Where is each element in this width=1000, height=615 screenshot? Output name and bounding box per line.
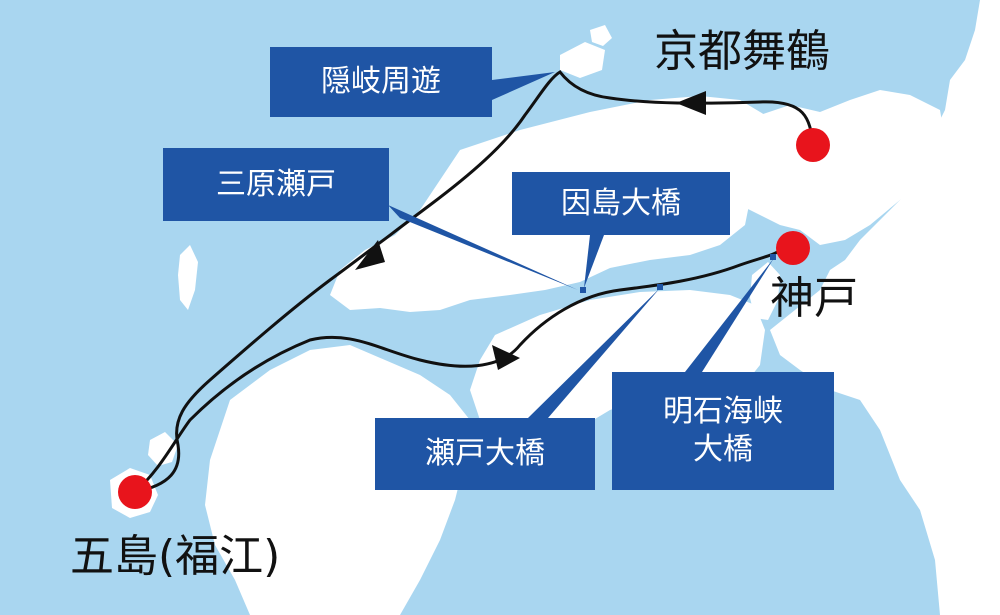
land-kyushu xyxy=(205,345,470,615)
callout-mihara: 三原瀬戸 xyxy=(163,148,389,221)
arrow-southwest xyxy=(355,240,385,270)
pointer-innoshima xyxy=(584,235,604,288)
land-oki-2 xyxy=(590,25,612,46)
bridge-marker-akashi xyxy=(770,254,776,260)
pointer-oki xyxy=(492,72,555,100)
port-label-maizuru: 京都舞鶴 xyxy=(654,26,830,77)
land-oki-1 xyxy=(560,42,605,78)
arrow-westbound-north xyxy=(676,91,706,115)
callout-seto: 瀬戸大橋 xyxy=(375,418,595,490)
port-marker-maizuru xyxy=(796,128,830,162)
callout-akashi-line2: 大橋 xyxy=(693,432,753,467)
land-honshu-east xyxy=(770,0,1000,615)
bridge-marker-innoshima xyxy=(580,287,586,293)
land-goto-island-2 xyxy=(148,432,178,466)
pointer-seto xyxy=(528,288,660,418)
land-tsushima xyxy=(178,245,198,310)
port-label-goto: 五島(福江) xyxy=(70,531,281,582)
arrow-eastbound-south xyxy=(492,345,520,370)
callout-innoshima: 因島大橋 xyxy=(512,172,730,235)
port-label-kobe: 神戸 xyxy=(770,273,858,324)
callout-pointers xyxy=(388,72,774,418)
bridge-marker-seto xyxy=(657,284,663,290)
port-marker-kobe xyxy=(776,231,810,265)
land-tango xyxy=(735,90,945,245)
bridge-markers xyxy=(580,254,776,293)
land-group xyxy=(110,0,1000,615)
port-marker-goto xyxy=(118,475,152,509)
callout-akashi-line1: 明石海峡 xyxy=(663,394,783,429)
route-arrows xyxy=(355,91,706,370)
pointer-mihara xyxy=(388,205,578,290)
port-markers xyxy=(118,128,830,509)
callout-akashi: 明石海峡 大橋 xyxy=(612,372,834,490)
callout-oki: 隠岐周遊 xyxy=(270,47,492,117)
land-awaji xyxy=(750,262,780,320)
pointer-akashi xyxy=(685,258,774,372)
